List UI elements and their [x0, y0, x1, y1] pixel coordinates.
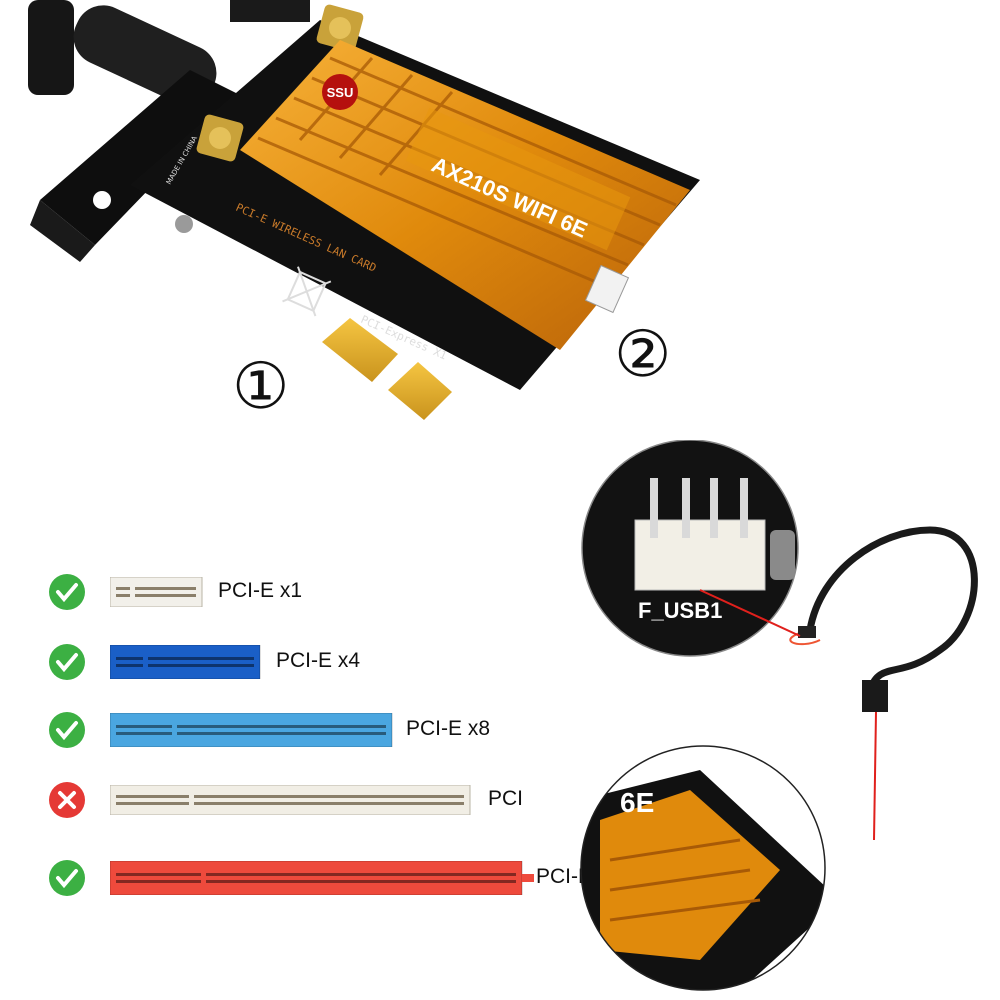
cable-connector: [798, 626, 816, 638]
slot-label: PCI: [488, 787, 524, 810]
slot-graphic: [110, 577, 203, 607]
check-icon: [49, 712, 85, 748]
header-label: F_USB1: [638, 598, 722, 623]
slot-label: PCI-E x8: [406, 717, 491, 740]
mounting-bracket: [40, 70, 240, 245]
guide-line: [873, 711, 877, 841]
motherboard-header-closeup: F_USB1: [582, 440, 798, 656]
inset-card-label: 6E: [620, 787, 654, 818]
marker-one: ①: [232, 350, 290, 424]
check-icon: [49, 860, 85, 896]
usb-header-connector: [584, 264, 630, 314]
antenna: [230, 0, 310, 22]
screw: [175, 215, 193, 233]
marker-two: ②: [614, 318, 672, 392]
guide-line: [699, 589, 801, 637]
slot-graphic: [110, 645, 261, 679]
sma-connector: [196, 114, 244, 162]
weee-icon: [282, 266, 332, 317]
usb-cable: [789, 526, 978, 692]
sma-connector: [316, 4, 364, 52]
slot-graphic: [110, 713, 393, 747]
brand-logo: [322, 74, 358, 110]
check-icon: [49, 644, 85, 680]
check-icon: [49, 574, 85, 610]
usb-connection-diagram: F_USB1 6E: [580, 440, 978, 991]
slot-label: PCI-E x4: [276, 649, 361, 672]
slot-graphic: [110, 861, 534, 895]
card-port-closeup: 6E: [581, 746, 825, 990]
slot-label: PCI-E x1: [218, 579, 303, 602]
logo-text: SSU: [327, 85, 354, 100]
slot-graphic: [110, 785, 471, 815]
heatsink: [240, 40, 690, 350]
cross-icon: [49, 782, 85, 818]
cable-connector: [862, 680, 888, 712]
wifi-card-illustration: SSU AX210S WIFI 6E PCI-E WIRELESS LAN CA…: [28, 0, 700, 420]
gold-fingers: [322, 318, 452, 420]
